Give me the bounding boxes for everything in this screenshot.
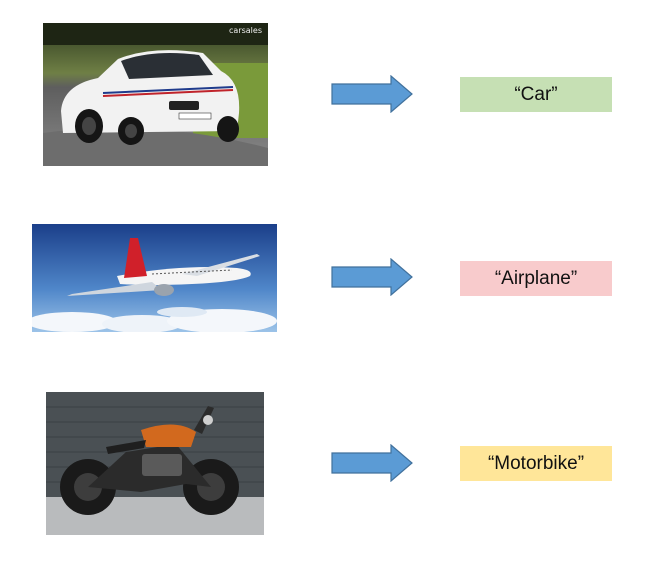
right-arrow-icon bbox=[331, 444, 413, 482]
label-motorbike-text: “Motorbike” bbox=[487, 452, 585, 474]
right-arrow-icon bbox=[331, 258, 413, 296]
right-arrow-icon bbox=[331, 75, 413, 113]
label-car: “Car” bbox=[460, 77, 612, 112]
label-motorbike: “Motorbike” bbox=[460, 446, 612, 481]
motorbike-photo bbox=[46, 392, 264, 535]
label-airplane: “Airplane” bbox=[460, 261, 612, 296]
label-car-text: “Car” bbox=[514, 83, 558, 105]
airplane-photo bbox=[32, 224, 277, 332]
car-photo: carsales bbox=[43, 23, 268, 166]
photo-watermark: carsales bbox=[229, 26, 262, 35]
label-airplane-text: “Airplane” bbox=[494, 267, 578, 289]
